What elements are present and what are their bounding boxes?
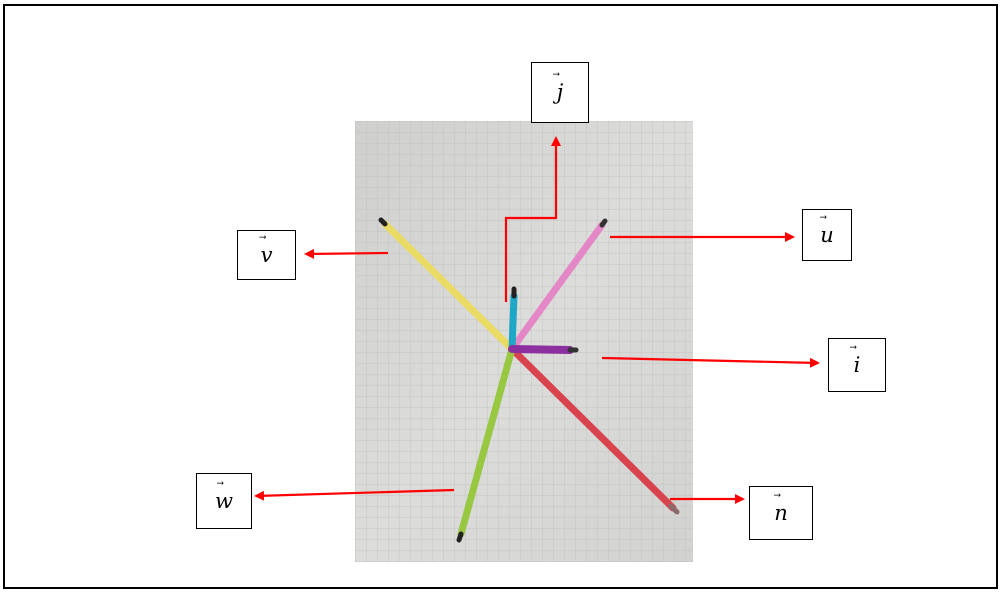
- vector-letter: i: [854, 353, 861, 377]
- vector-letter: v: [261, 243, 273, 267]
- vector-v-symbol: v⃗: [261, 245, 273, 266]
- vector-i-symbol: i⃗: [854, 355, 861, 376]
- label-w: w⃗: [196, 473, 252, 529]
- vector-letter: u: [820, 223, 834, 247]
- vector-u-symbol: u⃗: [820, 225, 834, 246]
- vector-w-symbol: w⃗: [215, 491, 233, 512]
- vector-n-symbol: n⃗: [774, 503, 788, 524]
- arrow-to-w: [256, 490, 454, 496]
- arrow-to-i: [602, 358, 818, 363]
- label-n: n⃗: [749, 486, 813, 540]
- vector-letter: w: [215, 489, 233, 513]
- label-u: u⃗: [802, 209, 852, 261]
- label-i: i⃗: [828, 338, 886, 392]
- vector-letter: j: [557, 80, 564, 104]
- arrow-to-v: [306, 253, 388, 254]
- label-j: j⃗: [531, 62, 589, 123]
- label-v: v⃗: [237, 230, 296, 280]
- arrow-to-j: [506, 138, 556, 302]
- vector-letter: n: [774, 501, 788, 525]
- vector-j-symbol: j⃗: [557, 82, 564, 103]
